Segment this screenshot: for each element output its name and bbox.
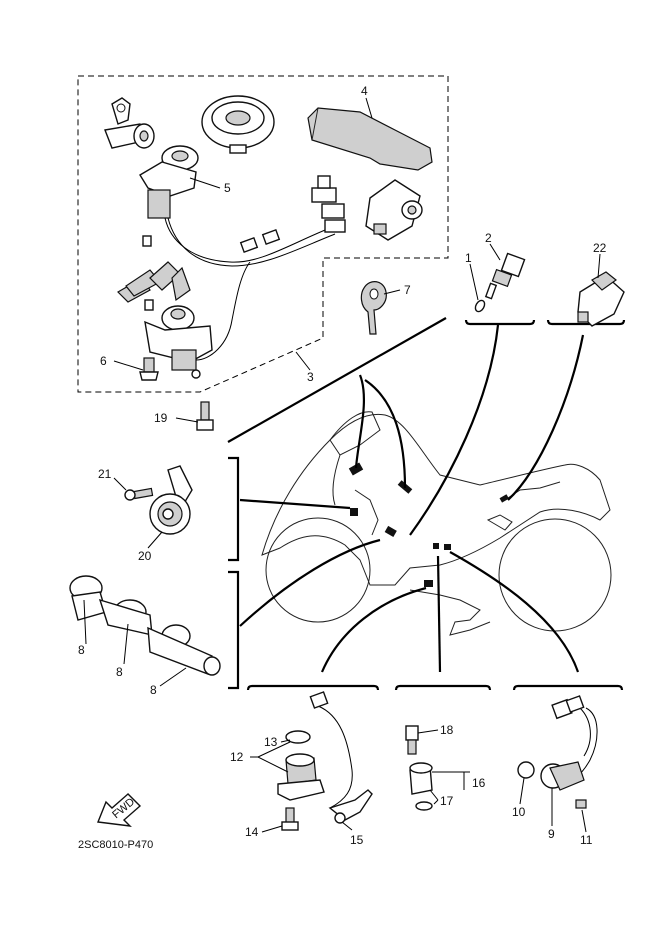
sensor-part-16: [405, 725, 433, 811]
bolt-21-part: [124, 487, 154, 501]
callout-22: 22: [593, 241, 607, 255]
callout-8b: 8: [116, 665, 123, 679]
callout-12: 12: [230, 750, 244, 764]
callout-2: 2: [485, 231, 492, 245]
grip-parts-8: [69, 575, 221, 676]
relay-part-22: [577, 271, 625, 327]
callout-6: 6: [100, 354, 107, 368]
main-switch-part-5: [139, 145, 336, 267]
connector-part: [311, 175, 346, 233]
gasket-part-1: [474, 299, 486, 313]
diagram-code: 2SC8010-P470: [78, 839, 153, 851]
callout-10: 10: [512, 805, 526, 819]
bolt-19-part: [196, 401, 214, 431]
fuel-sender-part-12: [277, 691, 373, 824]
bolt-6-part: [139, 357, 159, 381]
immobilizer-part: [365, 179, 423, 241]
callout-13: 13: [264, 735, 278, 749]
key-7-part: [360, 281, 387, 335]
callouts: 4 5 6 7 3 19 2 1 22 21 20 8 8: [78, 84, 607, 847]
callout-14: 14: [245, 825, 259, 839]
motorcycle-outline: [261, 411, 612, 636]
callout-19: 19: [154, 411, 168, 425]
callout-20: 20: [138, 549, 152, 563]
bolt-14-part: [281, 807, 299, 831]
key-set-dashed-box: [77, 75, 449, 393]
sensor-part-2: [484, 252, 526, 300]
callout-4: 4: [361, 84, 368, 98]
callout-17: 17: [440, 794, 454, 808]
callout-1: 1: [465, 251, 472, 265]
callout-8c: 8: [150, 683, 157, 697]
horn-part-20: [149, 465, 193, 535]
callout-16: 16: [472, 776, 486, 790]
fwd-arrow-icon: FWD: [97, 793, 142, 827]
callout-7: 7: [404, 283, 411, 297]
sensor-part-9: [517, 695, 598, 809]
callout-18: 18: [440, 723, 454, 737]
callout-3: 3: [307, 370, 314, 384]
leader-lines: [227, 317, 626, 691]
callout-15: 15: [350, 833, 364, 847]
ecu-part-4: [307, 107, 433, 171]
callout-9: 9: [548, 827, 555, 841]
callout-11: 11: [580, 833, 593, 847]
seat-lock-part: [104, 97, 155, 149]
callout-5: 5: [224, 181, 231, 195]
steering-lock-part: [144, 261, 251, 379]
ignition-keys-part: [117, 235, 191, 311]
fuel-cap-part: [201, 95, 275, 154]
callout-21: 21: [98, 467, 112, 481]
callout-8a: 8: [78, 643, 85, 657]
